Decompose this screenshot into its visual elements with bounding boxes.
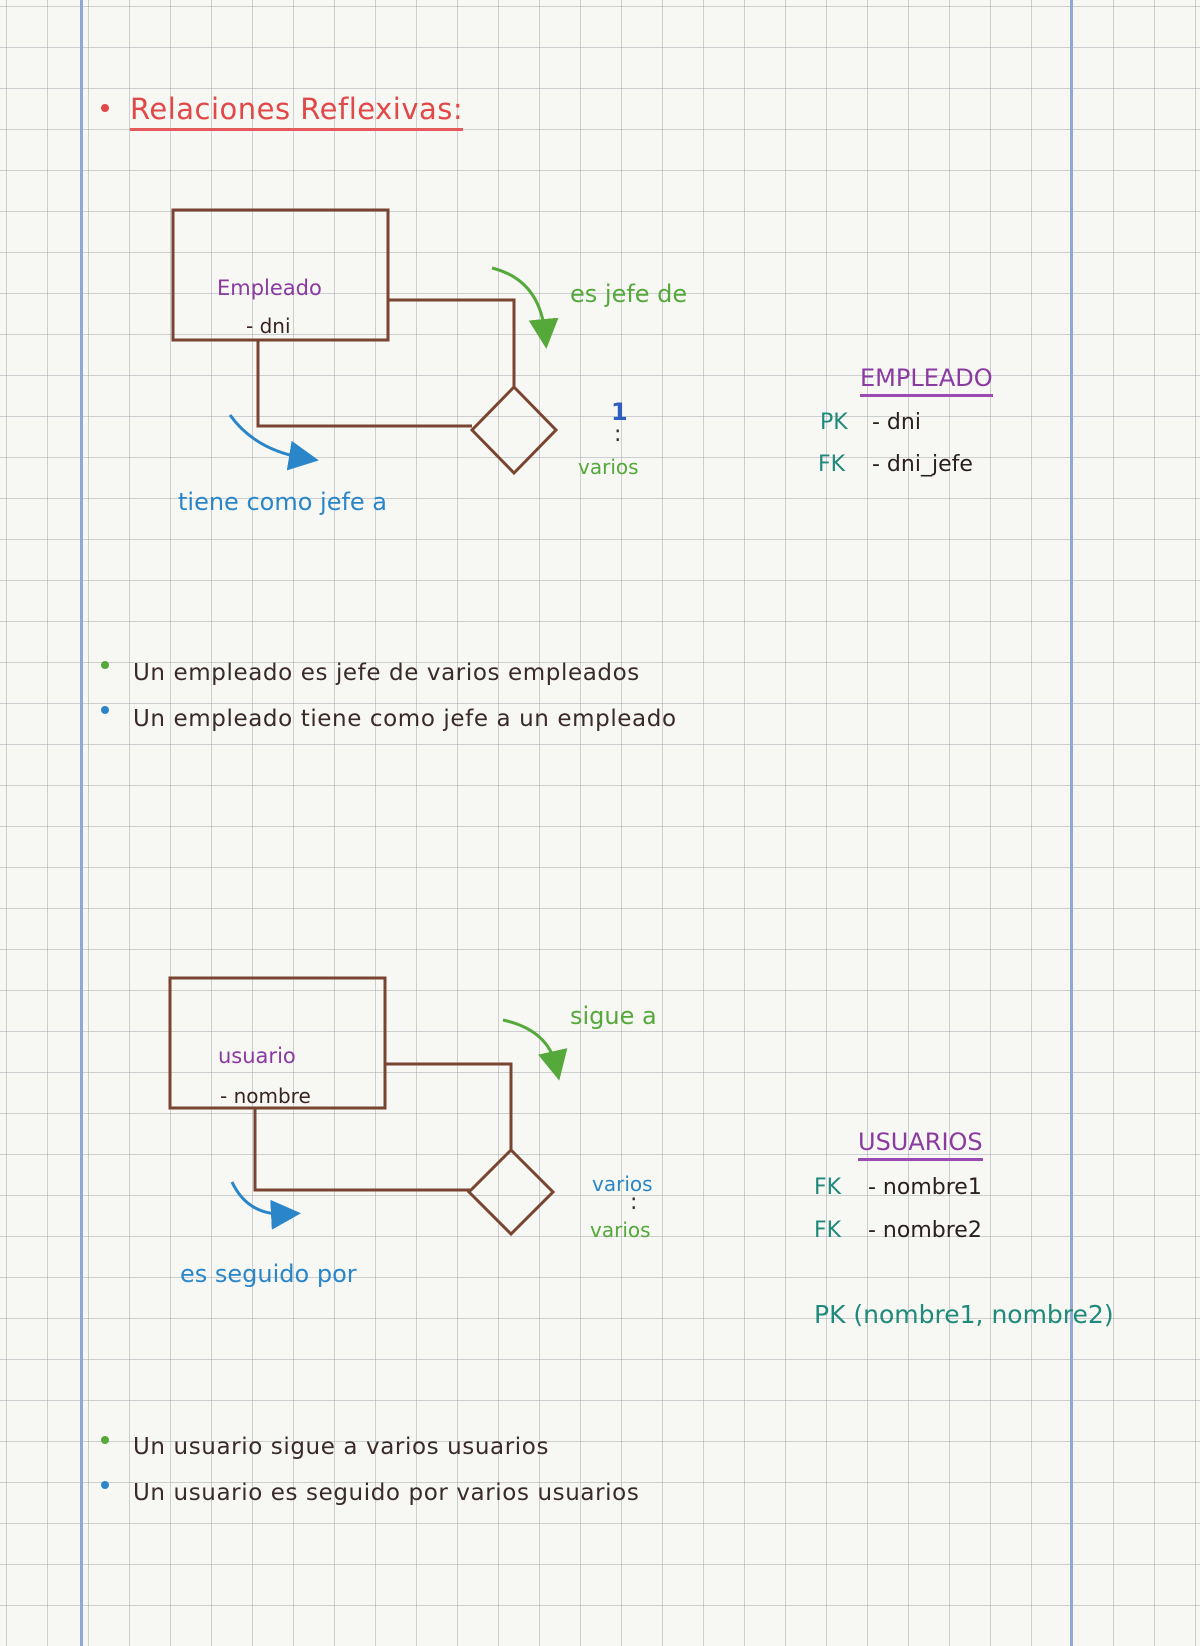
note-bullet-green-2 [101, 1436, 109, 1444]
entity-name-empleado: Empleado [217, 276, 322, 300]
relationship-label-tiene-como-jefe-a: tiene como jefe a [178, 488, 388, 516]
arrow-es-seguido-por [230, 1181, 301, 1230]
reflexive-line-top-1 [388, 298, 516, 387]
note-bullet-blue [101, 706, 109, 714]
arrow-tiene-como-jefe-a [228, 414, 319, 471]
table-key-3: FK [814, 1175, 842, 1200]
relationship-diamond-1 [469, 384, 559, 476]
cardinality-colon-1: : [614, 422, 622, 447]
note-bullet-green [101, 661, 109, 669]
relationship-diamond-2 [466, 1147, 556, 1237]
note-1: Un empleado es jefe de varios empleados [133, 660, 640, 686]
table-value-3: - nombre1 [868, 1175, 982, 1200]
relationship-label-es-jefe-de: es jefe de [570, 280, 688, 308]
relationship-label-sigue-a: sigue a [570, 1002, 657, 1030]
relationship-label-es-seguido-por: es seguido por [180, 1260, 357, 1288]
table-title-usuarios: USUARIOS [858, 1128, 983, 1161]
table-key-1: PK [820, 410, 848, 435]
table-key-2: FK [818, 452, 846, 477]
reflexive-line-bottom-1 [256, 340, 472, 428]
note-bullet-blue-2 [101, 1481, 109, 1489]
page-title: Relaciones Reflexivas: [130, 92, 464, 131]
table-value-2: - dni_jefe [872, 452, 973, 477]
note-2: Un empleado tiene como jefe a un emplead… [133, 706, 677, 732]
arrow-sigue-a [502, 1018, 568, 1081]
right-margin-line [1070, 0, 1073, 1646]
table-value-4: - nombre2 [868, 1218, 982, 1243]
left-margin-line [80, 0, 83, 1646]
cardinality-colon-2: : [630, 1190, 638, 1215]
note-3: Un usuario sigue a varios usuarios [133, 1434, 550, 1460]
composite-primary-key: PK (nombre1, nombre2) [814, 1300, 1114, 1329]
entity-name-usuario: usuario [218, 1044, 296, 1068]
empleado-entity-box [171, 208, 390, 342]
title-bullet [101, 104, 109, 112]
cardinality-top-1: 1 [611, 398, 628, 426]
reflexive-line-bottom-2 [253, 1108, 470, 1192]
entity-attr-dni: - dni [246, 314, 291, 338]
note-4: Un usuario es seguido por varios usuario… [133, 1480, 640, 1506]
usuario-entity-box [168, 976, 387, 1110]
table-value-1: - dni [872, 410, 921, 435]
arrow-es-jefe-de [491, 266, 559, 349]
cardinality-top-2: varios [592, 1172, 653, 1196]
reflexive-line-top-2 [385, 1062, 513, 1150]
cardinality-bottom-2: varios [590, 1218, 651, 1242]
cardinality-bottom-1: varios [578, 455, 639, 479]
entity-attr-nombre: - nombre [220, 1084, 311, 1108]
table-title-empleado: EMPLEADO [860, 364, 993, 397]
table-key-4: FK [814, 1218, 842, 1243]
